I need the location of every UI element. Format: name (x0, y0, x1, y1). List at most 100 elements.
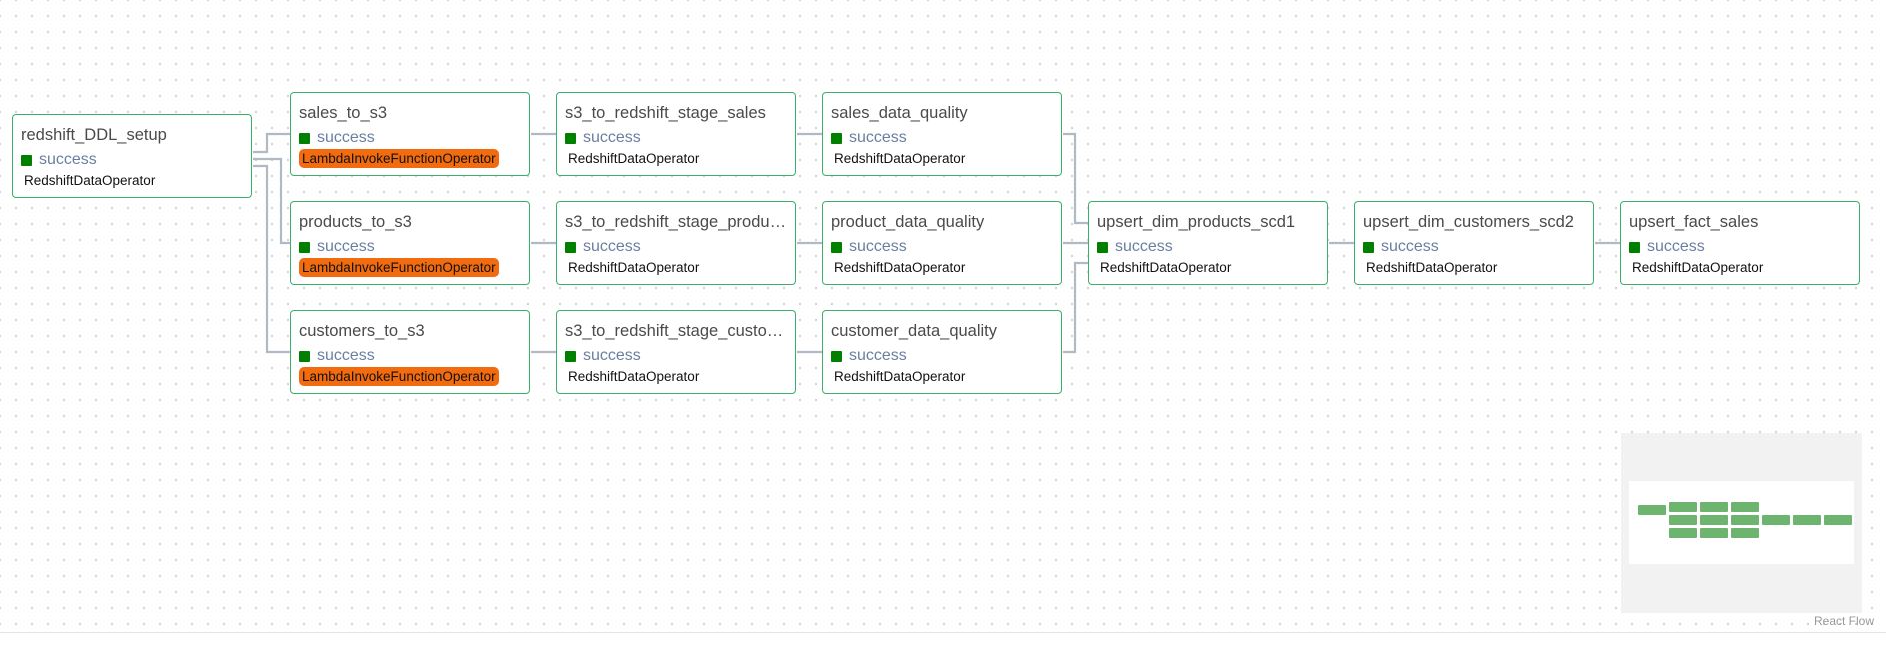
minimap-node (1638, 505, 1666, 515)
task-title: upsert_dim_customers_scd2 (1363, 213, 1574, 231)
success-state-icon (1363, 241, 1374, 253)
task-node-sales-to-s3[interactable]: sales_to_s3 success LambdaInvokeFunction… (290, 92, 530, 176)
task-operator-badge: LambdaInvokeFunctionOperator (299, 258, 499, 277)
task-operator: RedshiftDataOperator (834, 151, 966, 166)
edge-ddl-to-sales (253, 132, 290, 154)
task-state: success (565, 347, 641, 365)
minimap-node (1669, 502, 1697, 512)
success-state-icon (299, 132, 310, 144)
task-node-s3-to-redshift-stage-customers[interactable]: s3_to_redshift_stage_custo… success Reds… (556, 310, 796, 394)
success-state-icon (21, 154, 32, 166)
task-title: redshift_DDL_setup (21, 126, 167, 144)
task-title: s3_to_redshift_stage_custo… (565, 322, 784, 340)
task-state-label: success (1115, 238, 1173, 255)
task-state-label: success (849, 129, 907, 146)
task-title: sales_to_s3 (299, 104, 388, 122)
task-node-customer-data-quality[interactable]: customer_data_quality success RedshiftDa… (822, 310, 1062, 394)
task-operator: RedshiftDataOperator (1366, 260, 1498, 275)
minimap-node (1700, 502, 1728, 512)
task-node-customers-to-s3[interactable]: customers_to_s3 success LambdaInvokeFunc… (290, 310, 530, 394)
task-operator: RedshiftDataOperator (1632, 260, 1764, 275)
success-state-icon (565, 241, 576, 253)
task-operator: RedshiftDataOperator (568, 369, 700, 384)
task-title: s3_to_redshift_stage_sales (565, 104, 766, 122)
minimap[interactable] (1621, 433, 1862, 613)
task-title: product_data_quality (831, 213, 985, 231)
task-state-label: success (849, 347, 907, 364)
task-state: success (1097, 238, 1173, 256)
task-state-label: success (583, 238, 641, 255)
success-state-icon (831, 350, 842, 362)
task-operator-badge: LambdaInvokeFunctionOperator (299, 367, 499, 386)
task-node-upsert-dim-customers-scd2[interactable]: upsert_dim_customers_scd2 success Redshi… (1354, 201, 1594, 285)
task-title: customers_to_s3 (299, 322, 425, 340)
task-node-products-to-s3[interactable]: products_to_s3 success LambdaInvokeFunct… (290, 201, 530, 285)
minimap-viewport[interactable] (1629, 481, 1854, 564)
task-node-sales-data-quality[interactable]: sales_data_quality success RedshiftDataO… (822, 92, 1062, 176)
edge-ddl-to-customers (253, 164, 290, 354)
task-operator: RedshiftDataOperator (1100, 260, 1232, 275)
minimap-node (1731, 515, 1759, 525)
minimap-node (1669, 515, 1697, 525)
task-node-s3-to-redshift-stage-products[interactable]: s3_to_redshift_stage_produ… success Reds… (556, 201, 796, 285)
task-state: success (21, 151, 97, 169)
task-node-redshift-ddl-setup[interactable]: redshift_DDL_setup success RedshiftDataO… (12, 114, 252, 198)
task-node-product-data-quality[interactable]: product_data_quality success RedshiftDat… (822, 201, 1062, 285)
task-state: success (299, 129, 375, 147)
task-operator: RedshiftDataOperator (568, 151, 700, 166)
minimap-node (1731, 528, 1759, 538)
minimap-node (1700, 515, 1728, 525)
minimap-node (1762, 515, 1790, 525)
minimap-node (1824, 515, 1852, 525)
task-operator: RedshiftDataOperator (834, 369, 966, 384)
minimap-node (1731, 502, 1759, 512)
task-state-label: success (317, 347, 375, 364)
task-title: upsert_fact_sales (1629, 213, 1759, 231)
task-operator: RedshiftDataOperator (24, 173, 156, 188)
task-node-upsert-dim-products-scd1[interactable]: upsert_dim_products_scd1 success Redshif… (1088, 201, 1328, 285)
task-state-label: success (849, 238, 907, 255)
minimap-node (1669, 528, 1697, 538)
edge-ddl-to-products (253, 157, 290, 245)
task-state: success (1363, 238, 1439, 256)
task-operator: RedshiftDataOperator (834, 260, 966, 275)
minimap-node (1700, 528, 1728, 538)
task-state: success (299, 238, 375, 256)
task-state-label: success (1647, 238, 1705, 255)
minimap-node (1793, 515, 1821, 525)
edge-customer-dq-to-upsert-products (1063, 261, 1088, 354)
task-title: s3_to_redshift_stage_produ… (565, 213, 787, 231)
react-flow-attribution[interactable]: React Flow (1814, 614, 1875, 628)
task-title: customer_data_quality (831, 322, 998, 340)
success-state-icon (565, 132, 576, 144)
edge-layer (253, 132, 1620, 354)
task-state-label: success (317, 129, 375, 146)
task-state-label: success (583, 129, 641, 146)
task-state: success (831, 129, 907, 147)
task-node-upsert-fact-sales[interactable]: upsert_fact_sales success RedshiftDataOp… (1620, 201, 1860, 285)
success-state-icon (299, 350, 310, 362)
success-state-icon (831, 241, 842, 253)
success-state-icon (1629, 241, 1640, 253)
success-state-icon (299, 241, 310, 253)
task-state-label: success (317, 238, 375, 255)
success-state-icon (831, 132, 842, 144)
graph-canvas[interactable]: redshift_DDL_setup success RedshiftDataO… (0, 0, 1886, 633)
task-title: products_to_s3 (299, 213, 412, 231)
task-state-label: success (583, 347, 641, 364)
task-state: success (299, 347, 375, 365)
task-state: success (1629, 238, 1705, 256)
success-state-icon (565, 350, 576, 362)
task-node-s3-to-redshift-stage-sales[interactable]: s3_to_redshift_stage_sales success Redsh… (556, 92, 796, 176)
task-state: success (831, 347, 907, 365)
edge-sales-dq-to-upsert-products (1063, 132, 1088, 225)
task-state: success (831, 238, 907, 256)
task-title: upsert_dim_products_scd1 (1097, 213, 1296, 231)
task-state: success (565, 129, 641, 147)
task-operator-badge: LambdaInvokeFunctionOperator (299, 149, 499, 168)
task-state-label: success (1381, 238, 1439, 255)
success-state-icon (1097, 241, 1108, 253)
task-state-label: success (39, 151, 97, 168)
task-title: sales_data_quality (831, 104, 968, 122)
task-operator: RedshiftDataOperator (568, 260, 700, 275)
